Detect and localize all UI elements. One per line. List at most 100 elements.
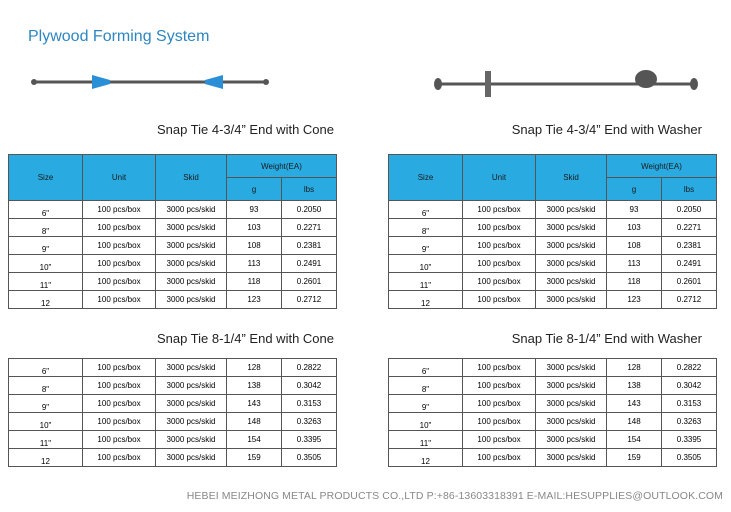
size-cell: 8": [388, 376, 463, 395]
weight-lbs-cell: 0.2271: [660, 218, 718, 237]
skid-cell: 3000 pcs/skid: [155, 376, 227, 395]
skid-cell: 3000 pcs/skid: [155, 290, 227, 309]
unit-cell: 100 pcs/box: [82, 236, 156, 255]
unit-cell: 100 pcs/box: [462, 236, 536, 255]
header-unit: Unit: [462, 154, 536, 201]
unit-cell: 100 pcs/box: [462, 200, 536, 219]
unit-cell: 100 pcs/box: [462, 448, 536, 467]
size-cell: 11": [8, 430, 83, 449]
size-cell: 10": [8, 254, 83, 273]
size-cell: 6": [388, 200, 463, 219]
header-unit: Unit: [82, 154, 156, 201]
header-size: Size: [8, 154, 83, 201]
caption-washer-long: Snap Tie 8-1/4” End with Washer: [511, 331, 702, 346]
weight-lbs-cell: 0.2712: [660, 290, 718, 309]
weight-lbs-cell: 0.2491: [660, 254, 718, 273]
spec-table-cone-short: Size Unit Skid Weight(EA) g lbs 6"100 pc…: [8, 154, 338, 309]
unit-cell: 100 pcs/box: [82, 290, 156, 309]
unit-cell: 100 pcs/box: [462, 358, 536, 377]
skid-cell: 3000 pcs/skid: [155, 394, 227, 413]
weight-lbs-cell: 0.3263: [661, 412, 717, 431]
skid-cell: 3000 pcs/skid: [535, 236, 607, 255]
header-weight: Weight(EA): [605, 154, 718, 178]
header-g: g: [226, 177, 282, 201]
weight-g-cell: 159: [226, 448, 282, 467]
skid-cell: 3000 pcs/skid: [155, 358, 227, 377]
skid-cell: 3000 pcs/skid: [155, 254, 227, 273]
weight-lbs-cell: 0.2712: [280, 290, 338, 309]
weight-lbs-cell: 0.3505: [661, 448, 717, 467]
weight-g-cell: 103: [226, 218, 282, 237]
unit-cell: 100 pcs/box: [462, 376, 536, 395]
unit-cell: 100 pcs/box: [462, 394, 536, 413]
company-footer: HEBEI MEIZHONG METAL PRODUCTS CO.,LTD P:…: [186, 490, 723, 502]
skid-cell: 3000 pcs/skid: [155, 200, 227, 219]
unit-cell: 100 pcs/box: [462, 430, 536, 449]
skid-cell: 3000 pcs/skid: [155, 430, 227, 449]
skid-cell: 3000 pcs/skid: [535, 218, 607, 237]
weight-g-cell: 128: [606, 358, 662, 377]
weight-lbs-cell: 0.3395: [661, 430, 717, 449]
skid-cell: 3000 pcs/skid: [535, 430, 607, 449]
weight-g-cell: 108: [606, 236, 662, 255]
weight-g-cell: 93: [606, 200, 662, 219]
weight-g-cell: 113: [606, 254, 662, 273]
size-cell: 9": [8, 394, 83, 413]
weight-g-cell: 148: [606, 412, 662, 431]
weight-lbs-cell: 0.2381: [280, 236, 338, 255]
unit-cell: 100 pcs/box: [82, 376, 156, 395]
header-g: g: [606, 177, 662, 201]
weight-g-cell: 143: [226, 394, 282, 413]
size-cell: 6": [8, 358, 83, 377]
snap-tie-cone-image: [31, 75, 269, 89]
size-cell: 12: [388, 290, 463, 309]
weight-lbs-cell: 0.3505: [281, 448, 337, 467]
unit-cell: 100 pcs/box: [82, 394, 156, 413]
size-cell: 9": [388, 236, 463, 255]
skid-cell: 3000 pcs/skid: [535, 448, 607, 467]
size-cell: 10": [388, 254, 463, 273]
size-cell: 6": [8, 200, 83, 219]
size-cell: 12: [8, 448, 83, 467]
size-cell: 12: [8, 290, 83, 309]
unit-cell: 100 pcs/box: [82, 218, 156, 237]
weight-g-cell: 154: [226, 430, 282, 449]
skid-cell: 3000 pcs/skid: [155, 412, 227, 431]
size-cell: 8": [8, 218, 83, 237]
weight-g-cell: 118: [606, 272, 662, 291]
weight-lbs-cell: 0.2601: [660, 272, 718, 291]
skid-cell: 3000 pcs/skid: [535, 290, 607, 309]
weight-g-cell: 93: [226, 200, 282, 219]
skid-cell: 3000 pcs/skid: [155, 272, 227, 291]
skid-cell: 3000 pcs/skid: [535, 376, 607, 395]
weight-g-cell: 159: [606, 448, 662, 467]
weight-g-cell: 138: [226, 376, 282, 395]
weight-g-cell: 128: [226, 358, 282, 377]
skid-cell: 3000 pcs/skid: [535, 200, 607, 219]
weight-g-cell: 118: [226, 272, 282, 291]
unit-cell: 100 pcs/box: [82, 254, 156, 273]
weight-g-cell: 123: [226, 290, 282, 309]
unit-cell: 100 pcs/box: [82, 200, 156, 219]
weight-g-cell: 138: [606, 376, 662, 395]
weight-lbs-cell: 0.2822: [661, 358, 717, 377]
header-skid: Skid: [535, 154, 607, 201]
size-cell: 11": [388, 430, 463, 449]
spec-table-washer-short: Size Unit Skid Weight(EA) g lbs 6"100 pc…: [388, 154, 718, 309]
skid-cell: 3000 pcs/skid: [155, 218, 227, 237]
weight-lbs-cell: 0.2381: [660, 236, 718, 255]
weight-lbs-cell: 0.3042: [281, 376, 337, 395]
